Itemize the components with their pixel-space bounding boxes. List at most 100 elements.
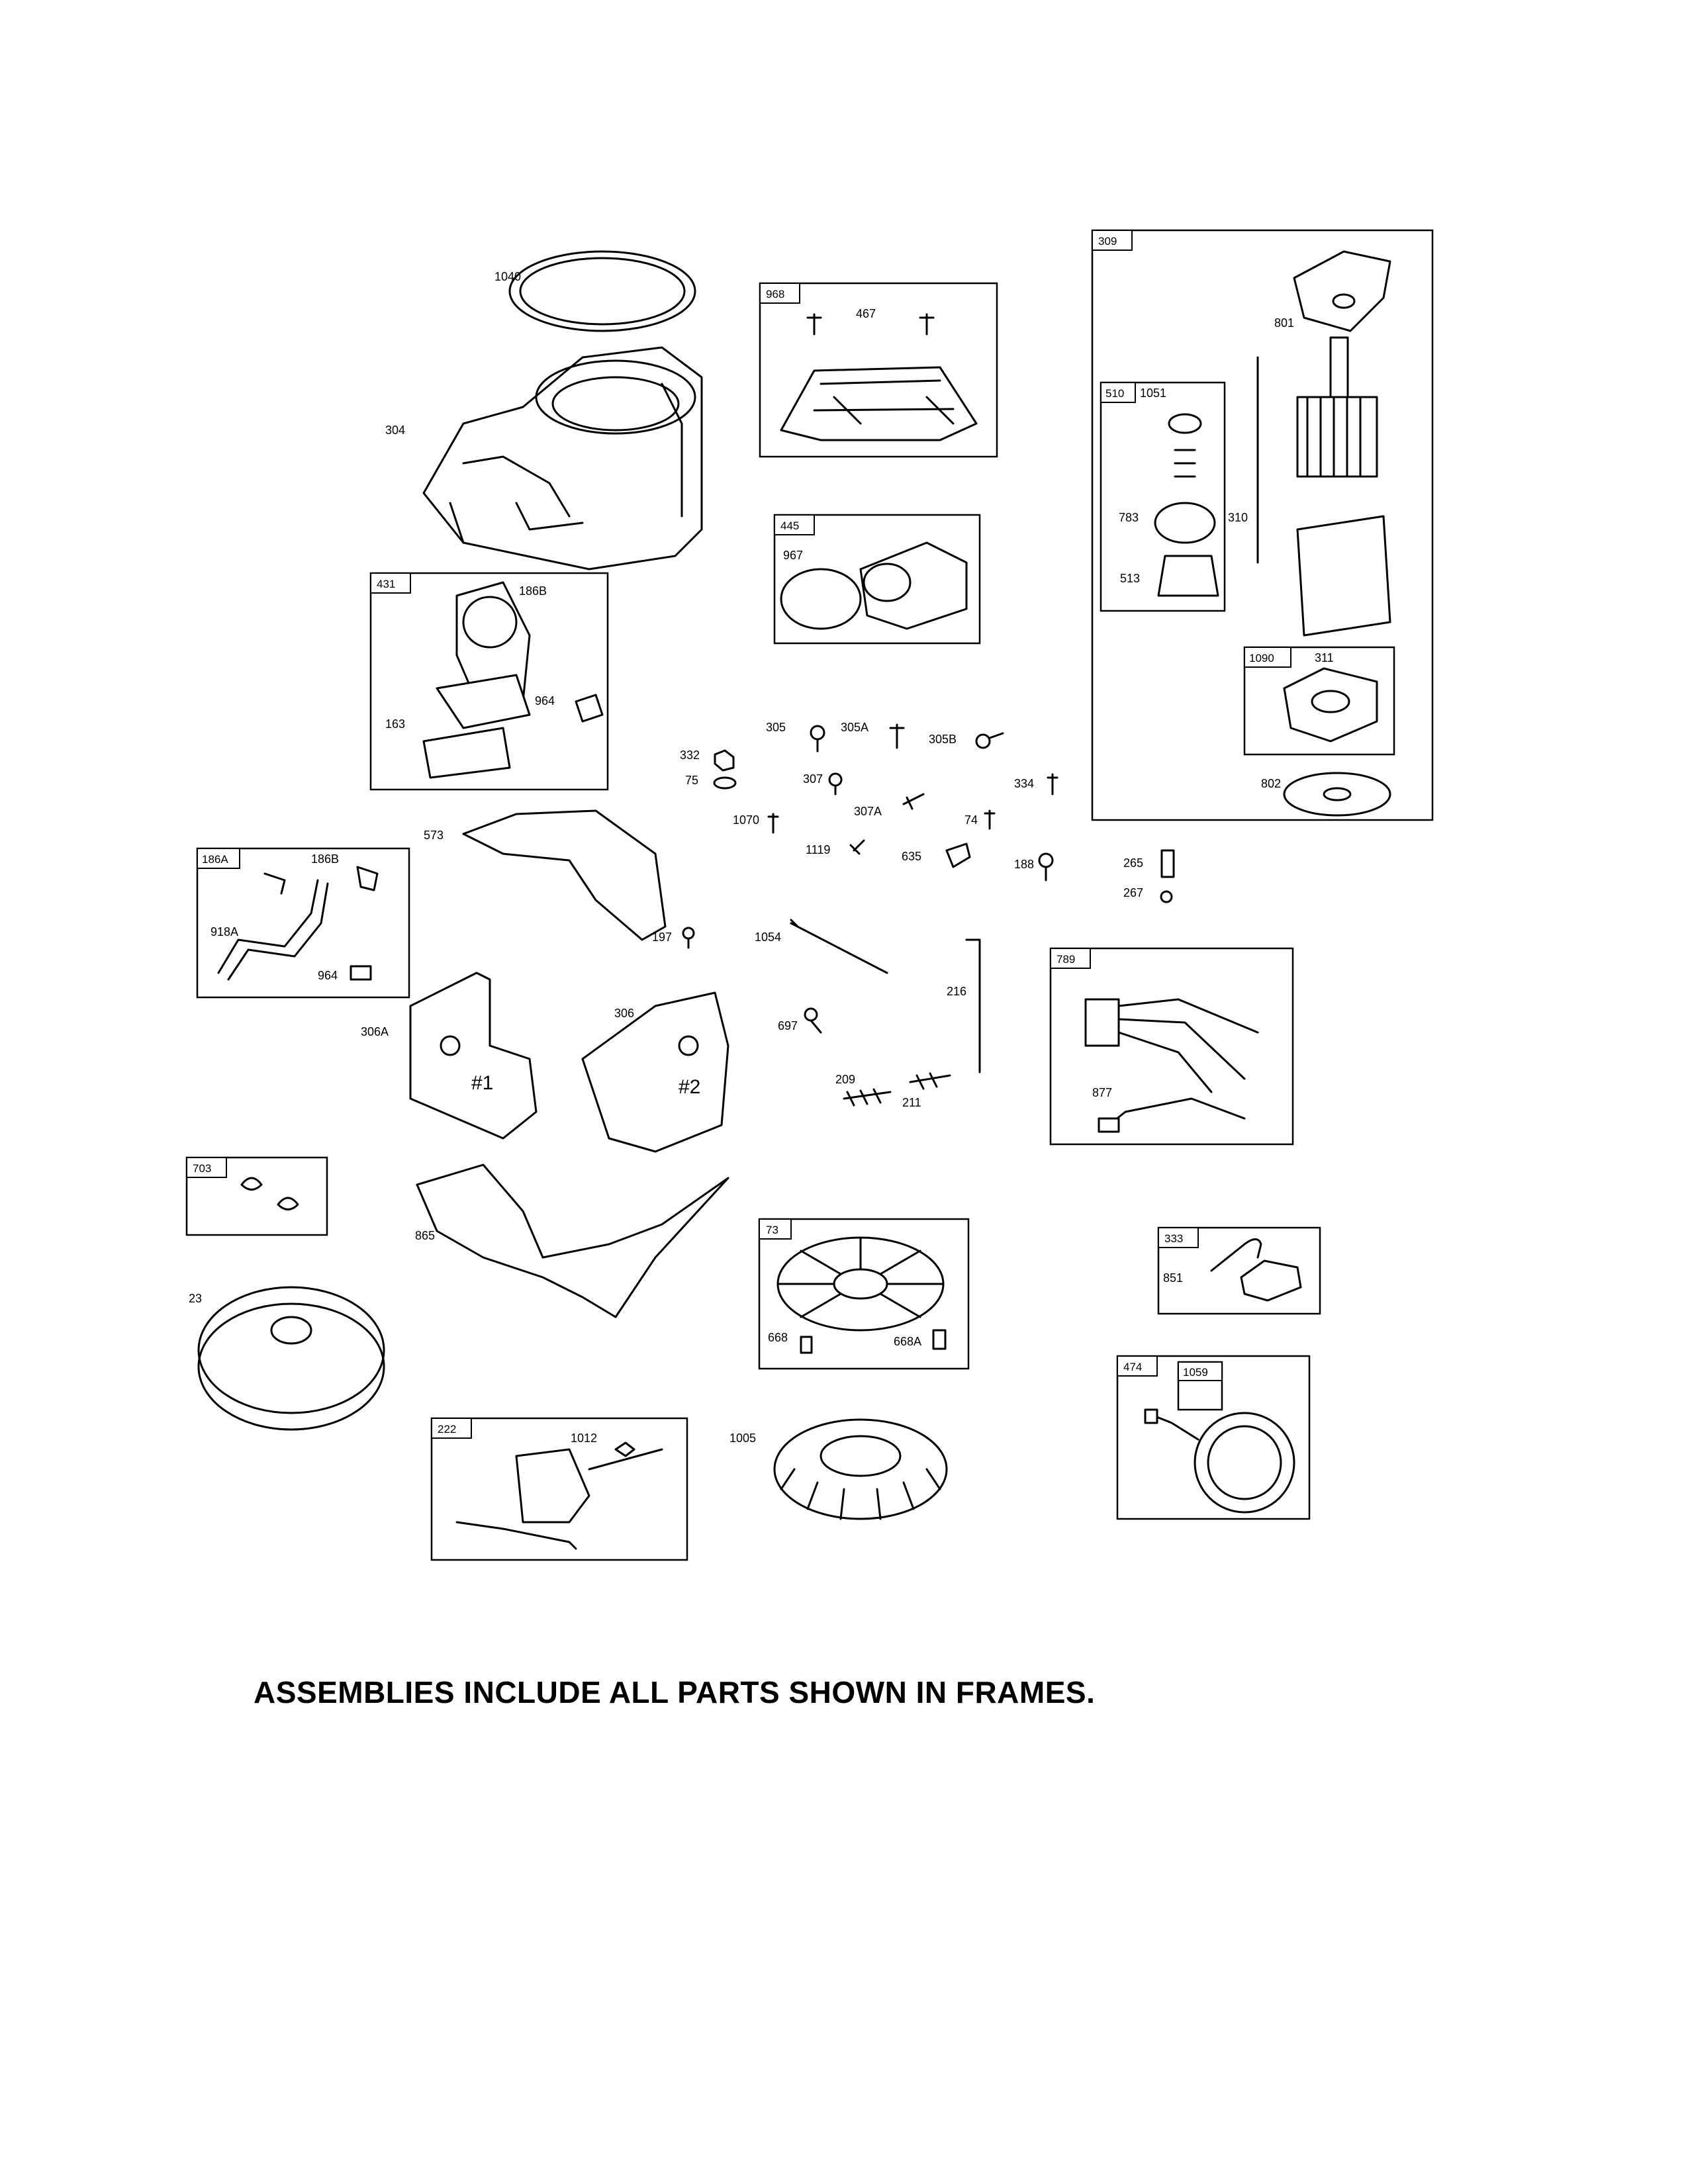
ref-1040: 1040	[494, 270, 521, 283]
frame-789: 789	[1049, 947, 1294, 1146]
ref-305A: 305A	[841, 721, 868, 734]
ref-334: 334	[1014, 777, 1034, 790]
frame-222: 222	[430, 1417, 688, 1561]
ref-635: 635	[902, 850, 921, 863]
governor-control-part	[455, 1441, 663, 1550]
frame-tag-186A: 186A	[202, 853, 228, 866]
ref-851: 851	[1163, 1271, 1183, 1285]
brush-holder-part	[1283, 667, 1378, 743]
baffle-part	[416, 1163, 729, 1318]
air-intake-elbow-part	[422, 581, 604, 779]
frame-tag-968: 968	[766, 288, 784, 300]
ref-513: 513	[1120, 572, 1140, 585]
ref-802: 802	[1261, 777, 1281, 790]
ref-186B-b: 186B	[311, 852, 339, 866]
shield-mark-2: #2	[679, 1076, 700, 1098]
frame-tag-474: 474	[1123, 1361, 1142, 1373]
frame-968: 968	[759, 282, 998, 458]
frame-309: 309	[1091, 229, 1434, 821]
ref-305B: 305B	[929, 733, 957, 746]
frame-tag-333: 333	[1164, 1232, 1183, 1245]
ref-467: 467	[856, 307, 876, 320]
air-filter-part	[780, 541, 968, 630]
ref-265: 265	[1123, 856, 1143, 870]
air-cleaner-cover-part	[780, 313, 978, 441]
ref-801: 801	[1274, 316, 1294, 330]
ref-668: 668	[768, 1331, 788, 1344]
wiring-harness-part	[1084, 998, 1259, 1133]
ref-186B-a: 186B	[519, 584, 547, 598]
fuel-line-part	[217, 866, 379, 981]
frame-1090: 1090	[1243, 646, 1395, 756]
frame-474: 474	[1116, 1355, 1311, 1520]
ref-306A: 306A	[361, 1025, 389, 1038]
assemblies-note: ASSEMBLIES INCLUDE ALL PARTS SHOWN IN FR…	[254, 1675, 1096, 1709]
frame-tag-445: 445	[780, 520, 799, 532]
ref-304: 304	[385, 424, 405, 437]
frame-tag-1090: 1090	[1249, 652, 1274, 664]
ref-1070: 1070	[733, 813, 759, 827]
ref-967: 967	[783, 549, 803, 562]
frame-73: 73	[758, 1218, 970, 1370]
ref-1119: 1119	[806, 843, 830, 856]
ref-1005: 1005	[729, 1432, 756, 1445]
ref-310: 310	[1228, 511, 1248, 524]
ref-783: 783	[1119, 511, 1139, 524]
shield-mark-1: #1	[471, 1072, 493, 1094]
ref-1051: 1051	[1140, 387, 1166, 400]
ref-964-b: 964	[318, 969, 338, 982]
ref-332: 332	[680, 749, 700, 762]
frame-tag-222: 222	[438, 1423, 456, 1435]
frame-431: 431	[369, 572, 609, 791]
ref-668A: 668A	[894, 1335, 921, 1348]
clip-parts	[240, 1177, 299, 1210]
ref-23: 23	[189, 1292, 202, 1305]
frame-tag-309: 309	[1098, 235, 1117, 248]
ref-211: 211	[902, 1096, 921, 1109]
frame-tag-703: 703	[193, 1162, 211, 1175]
ref-197: 197	[652, 931, 672, 944]
cylinder-shield-2-part: #2	[581, 991, 729, 1153]
ref-305: 305	[766, 721, 786, 734]
flywheel-part	[197, 1286, 385, 1431]
ref-964-a: 964	[535, 694, 555, 707]
ref-1012: 1012	[571, 1432, 597, 1445]
fastener-parts	[682, 723, 1175, 1107]
frame-tag-73: 73	[766, 1224, 778, 1236]
cylinder-shield-1-part: #1	[409, 972, 538, 1140]
ref-311: 311	[1315, 651, 1334, 664]
rotating-screen-part	[776, 1236, 947, 1354]
starter-motor-part	[1256, 250, 1391, 817]
ref-307: 307	[803, 772, 823, 786]
ref-1054: 1054	[755, 931, 781, 944]
ref-573: 573	[424, 829, 444, 842]
frame-tag-1059: 1059	[1183, 1366, 1208, 1379]
frame-333: 333	[1157, 1226, 1321, 1315]
frame-1059: 1059	[1177, 1361, 1223, 1411]
gasket-ring-part	[508, 250, 696, 332]
frame-510: 510	[1100, 381, 1226, 612]
ref-306: 306	[614, 1007, 634, 1020]
blower-housing-part	[422, 346, 703, 570]
ref-216: 216	[947, 985, 966, 998]
alternator-part	[1144, 1408, 1295, 1514]
ref-209: 209	[835, 1073, 855, 1086]
ref-188: 188	[1014, 858, 1034, 871]
frame-tag-510: 510	[1105, 387, 1124, 400]
reference-numbers: 1040 304 467 801 1051 783 310 513 967 18…	[189, 270, 1334, 1445]
ref-697: 697	[778, 1019, 798, 1032]
frame-445: 445	[773, 514, 981, 645]
cooling-fan-part	[773, 1418, 948, 1520]
starter-drive-part	[1154, 413, 1219, 597]
ref-865: 865	[415, 1229, 435, 1242]
ref-163: 163	[385, 717, 405, 731]
ref-74: 74	[964, 813, 978, 827]
ref-918A: 918A	[211, 925, 238, 938]
frame-tag-431: 431	[377, 578, 395, 590]
ref-877: 877	[1092, 1086, 1112, 1099]
ignition-armature-part	[1210, 1238, 1302, 1302]
ref-307A: 307A	[854, 805, 882, 818]
frame-703: 703	[185, 1156, 328, 1236]
frame-186A: 186A	[196, 847, 410, 999]
